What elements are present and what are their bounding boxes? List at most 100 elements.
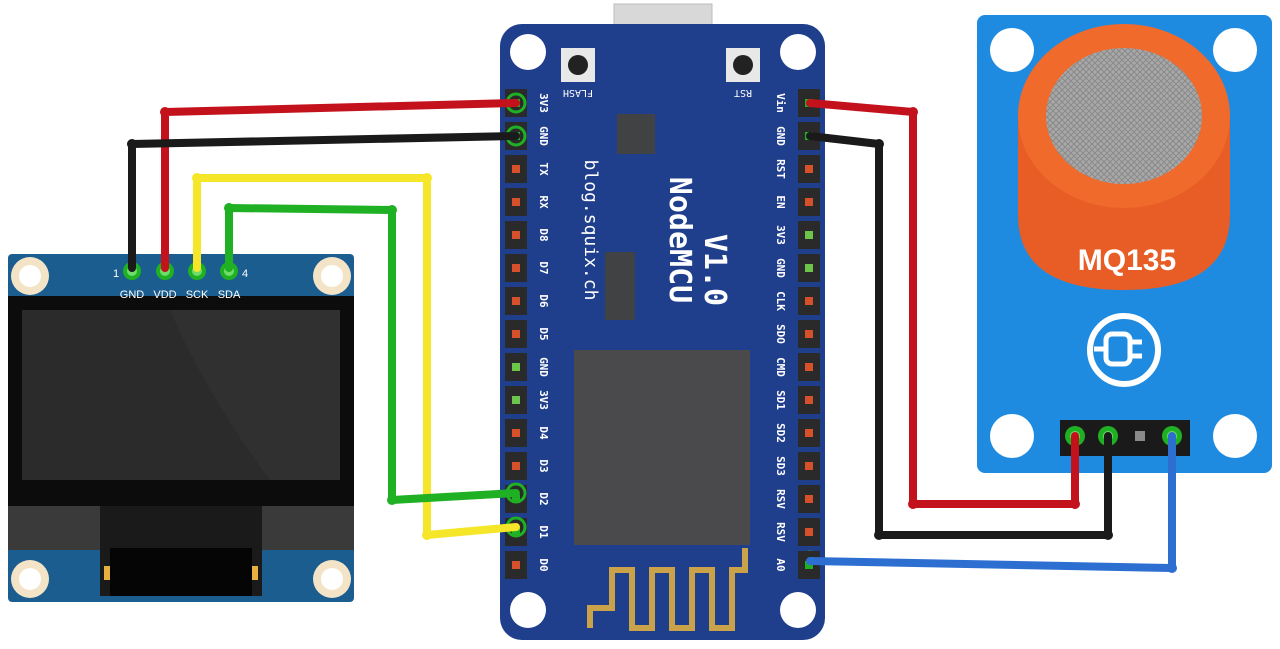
rst-label: RST [734,87,752,98]
mount-hole-center [321,568,343,590]
pin-d6[interactable] [512,297,520,305]
wire-joint [1167,563,1177,573]
left-pin-label: D7 [537,261,550,274]
pin-d7[interactable] [512,264,520,272]
left-pin-label: GND [537,126,550,146]
left-pin-label: RX [537,195,550,209]
right-pin-label: RSV [774,522,787,542]
left-pin-label: D5 [537,327,550,340]
left-pin-label: D2 [537,492,550,505]
right-pin-label: SD3 [774,456,787,476]
left-pin-label: GND [537,357,550,377]
sensor-pin-unused[interactable] [1135,431,1145,441]
pin-cmd[interactable] [805,363,813,371]
pin-tx[interactable] [512,165,520,173]
board-version: V1.0 [697,234,732,306]
left-pin-label: TX [537,162,550,176]
mount-hole [990,414,1034,458]
sensor-label: MQ135 [1078,244,1176,277]
wire-joint [387,205,397,215]
flash-button-cap [568,55,588,75]
mount-hole [990,28,1034,72]
left-pin-label: D4 [537,426,550,440]
left-pin-label: D6 [537,294,550,308]
red-wire [161,99,520,272]
pin-en[interactable] [805,198,813,206]
pin-d4[interactable] [512,429,520,437]
power-plug-icon [1087,313,1161,387]
pin-d2[interactable] [512,495,520,503]
board-title: NodeMCU [662,177,697,303]
pin-3v3[interactable] [512,396,520,404]
mount-hole [1213,414,1257,458]
pin-3v3[interactable] [805,231,813,239]
rst-button-cap [733,55,753,75]
left-pin-label: D3 [537,459,550,472]
wifi-antenna [587,548,748,631]
wire-joint [160,107,170,117]
pin-sd1[interactable] [805,396,813,404]
right-pin-label: RST [774,159,787,179]
flash-label: FLASH [563,87,593,98]
oled-pin-label: VDD [153,289,176,301]
pin-d0[interactable] [512,561,520,569]
sensor-mesh [1046,48,1202,184]
pin-a0[interactable] [805,561,813,569]
pin-gnd[interactable] [805,264,813,272]
pin-d8[interactable] [512,231,520,239]
mount-hole [510,34,546,70]
pin-rst[interactable] [805,165,813,173]
mount-hole [510,592,546,628]
pin-sd2[interactable] [805,429,813,437]
pin-rsv[interactable] [805,528,813,536]
oled-pin-label: SCK [186,289,209,301]
pin-d5[interactable] [512,330,520,338]
mount-hole-center [321,265,343,287]
wire-joint [874,530,884,540]
esp8266-module [574,350,750,545]
pin-d1[interactable] [512,528,520,536]
wire-joint [192,173,202,183]
left-pin-label: 3V3 [537,390,550,410]
mount-hole-center [19,568,41,590]
site-label: blog.squix.ch [580,160,601,301]
left-pin-label: D0 [537,558,550,571]
ribbon-contact [104,566,110,580]
left-pin-label: D1 [537,525,550,539]
left-pin-label: 3V3 [537,93,550,113]
pin-d3[interactable] [512,462,520,470]
wire-joint [224,203,234,213]
wire-joints [127,107,1177,573]
pin-sdo[interactable] [805,330,813,338]
wire-joint [422,173,432,183]
wire-joint [908,107,918,117]
oled-pin-number: 4 [242,268,248,280]
nodemcu-board: FLASH RST blog.squix.ch NodeMCU V1.0 3V3… [500,3,825,640]
pin-clk[interactable] [805,297,813,305]
right-pin-label: GND [774,258,787,278]
oled-ribbon-tail [110,548,252,596]
screen-reflection [170,310,340,480]
wire-joint [1070,499,1080,509]
wire-joint [874,139,884,149]
pin-rx[interactable] [512,198,520,206]
mq135-module: MQ135 [977,15,1272,473]
pin-rsv[interactable] [805,495,813,503]
right-pin-label: Vin [774,93,787,113]
wire-joint [1103,530,1113,540]
pin-sd3[interactable] [805,462,813,470]
chip-small [617,114,655,154]
oled-pin-label: SDA [218,289,241,301]
right-pin-label: SD2 [774,423,787,443]
right-pin-label: GND [774,126,787,146]
pin-gnd[interactable] [512,363,520,371]
mount-hole [1213,28,1257,72]
oled-pin-label: GND [120,289,145,301]
mount-hole-center [19,265,41,287]
right-pin-label: SD1 [774,390,787,410]
black-wire [128,132,520,272]
left-pin-label: D8 [537,228,550,241]
wire-joint [422,530,432,540]
